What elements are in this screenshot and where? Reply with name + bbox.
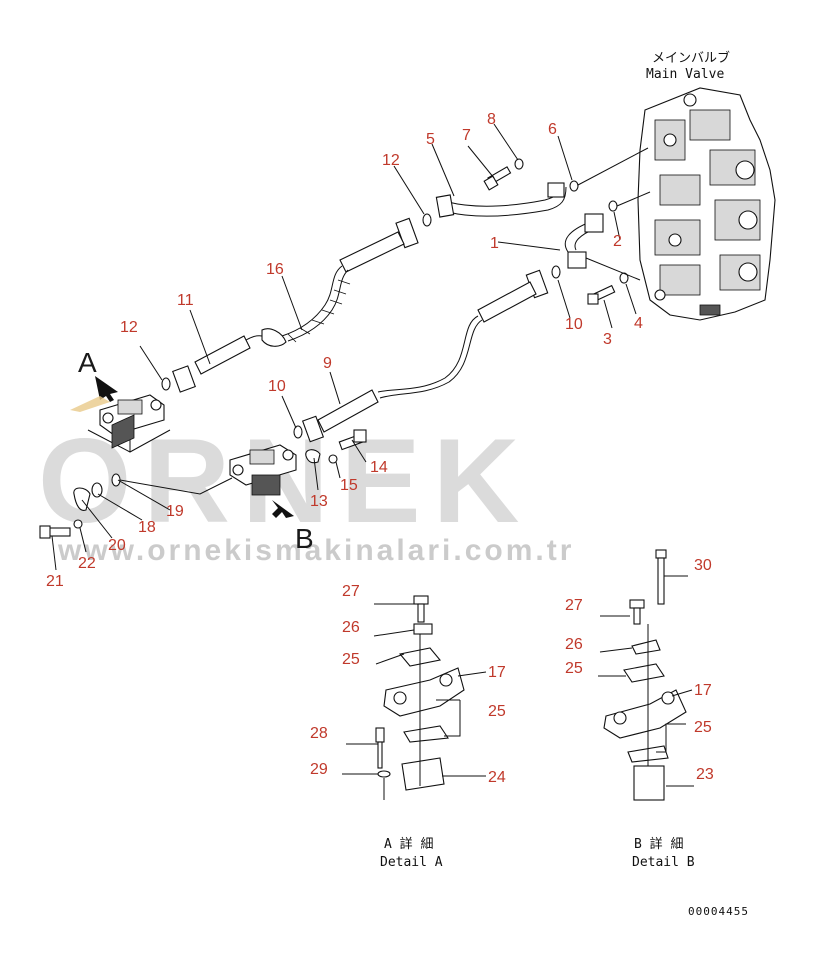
detail-a-label-jp: A 詳 細: [384, 836, 433, 852]
callout-27-a: 27: [342, 583, 360, 600]
callout-10-upper: 10: [565, 316, 583, 333]
detail-b-label-jp: B 詳 細: [634, 836, 683, 852]
callout-24: 24: [488, 769, 506, 786]
o-ring-2: [608, 200, 618, 212]
callout-23: 23: [696, 766, 714, 783]
detail-a-drawing: [375, 595, 465, 800]
callout-4: 4: [634, 315, 643, 332]
o-ring-10b: [293, 425, 303, 439]
hose-9-drawing: [301, 269, 549, 443]
washer-8: [514, 158, 524, 170]
callout-25-a1: 25: [342, 651, 360, 668]
callout-20: 20: [108, 537, 126, 554]
hose-11-drawing: [172, 335, 263, 393]
callout-9: 9: [323, 355, 332, 372]
leader-2-valve: [616, 191, 651, 207]
o-ring-12a: [422, 213, 432, 227]
tube-1-drawing: [564, 213, 604, 269]
hose-5-drawing: [435, 182, 567, 218]
callout-3: 3: [603, 331, 612, 348]
clamp-13: [305, 449, 321, 464]
callout-14: 14: [370, 459, 388, 476]
block-a-drawing: [87, 394, 171, 453]
callout-17-a: 17: [488, 664, 506, 681]
washer-22: [73, 519, 83, 529]
bolt-21: [39, 525, 71, 539]
bolt-7: [483, 166, 512, 191]
arrow-a: [70, 376, 118, 412]
callout-7: 7: [462, 127, 471, 144]
callout-26-b: 26: [565, 636, 583, 653]
callout-1: 1: [490, 235, 499, 252]
callout-2: 2: [613, 233, 622, 250]
main-valve-drawing: [637, 87, 776, 321]
callout-6: 6: [548, 121, 557, 138]
callout-11: 11: [177, 292, 194, 309]
callout-15: 15: [340, 477, 358, 494]
callout-25-a2: 25: [488, 703, 506, 720]
main-valve-label-jp: メインバルブ: [652, 50, 730, 66]
callout-29: 29: [310, 761, 328, 778]
callout-22: 22: [78, 555, 96, 572]
leader-19-block: [119, 477, 233, 495]
seal-18: [91, 482, 103, 498]
callout-27-b: 27: [565, 597, 583, 614]
callout-12-upper: 12: [382, 152, 400, 169]
view-a-letter: A: [78, 347, 97, 378]
arrow-b: [272, 500, 294, 518]
leader-1-valve: [585, 257, 641, 281]
callout-12-lower: 12: [120, 319, 138, 336]
hose-16-drawing: [261, 217, 419, 347]
watermark-url: www.ornekismakinalari.com.tr: [57, 534, 574, 567]
washer-15: [328, 454, 338, 464]
detail-b-drawing: [603, 549, 687, 801]
callout-19: 19: [166, 503, 184, 520]
callout-28: 28: [310, 725, 328, 742]
callout-30: 30: [694, 557, 712, 574]
o-ring-12b: [161, 377, 171, 391]
callout-5: 5: [426, 131, 435, 148]
callout-18: 18: [138, 519, 156, 536]
view-b-letter: B: [295, 523, 314, 554]
callout-25-b1: 25: [565, 660, 583, 677]
callout-25-b2: 25: [694, 719, 712, 736]
reference-number: 00004455: [688, 905, 749, 918]
main-valve-label-en: Main Valve: [646, 67, 724, 82]
bolt-14: [338, 429, 367, 451]
callout-17-b: 17: [694, 682, 712, 699]
detail-b-label-en: Detail B: [632, 855, 695, 870]
callout-numbers: 1 2 3 4 5 6 7 8 9 10 10 11 12 12 13 14 1…: [46, 111, 714, 786]
o-ring-10a: [551, 265, 561, 279]
callout-26-a: 26: [342, 619, 360, 636]
leader-6-valve: [577, 147, 649, 186]
callout-8: 8: [487, 111, 496, 128]
callout-10-lower: 10: [268, 378, 286, 395]
bolt-3: [587, 284, 616, 305]
detail-a-label-en: Detail A: [380, 855, 443, 870]
block-b-drawing: [229, 444, 297, 496]
o-ring-6: [569, 180, 579, 192]
callout-21: 21: [46, 573, 64, 590]
callout-13: 13: [310, 493, 328, 510]
callout-16: 16: [266, 261, 284, 278]
leader-lines: [51, 123, 694, 787]
